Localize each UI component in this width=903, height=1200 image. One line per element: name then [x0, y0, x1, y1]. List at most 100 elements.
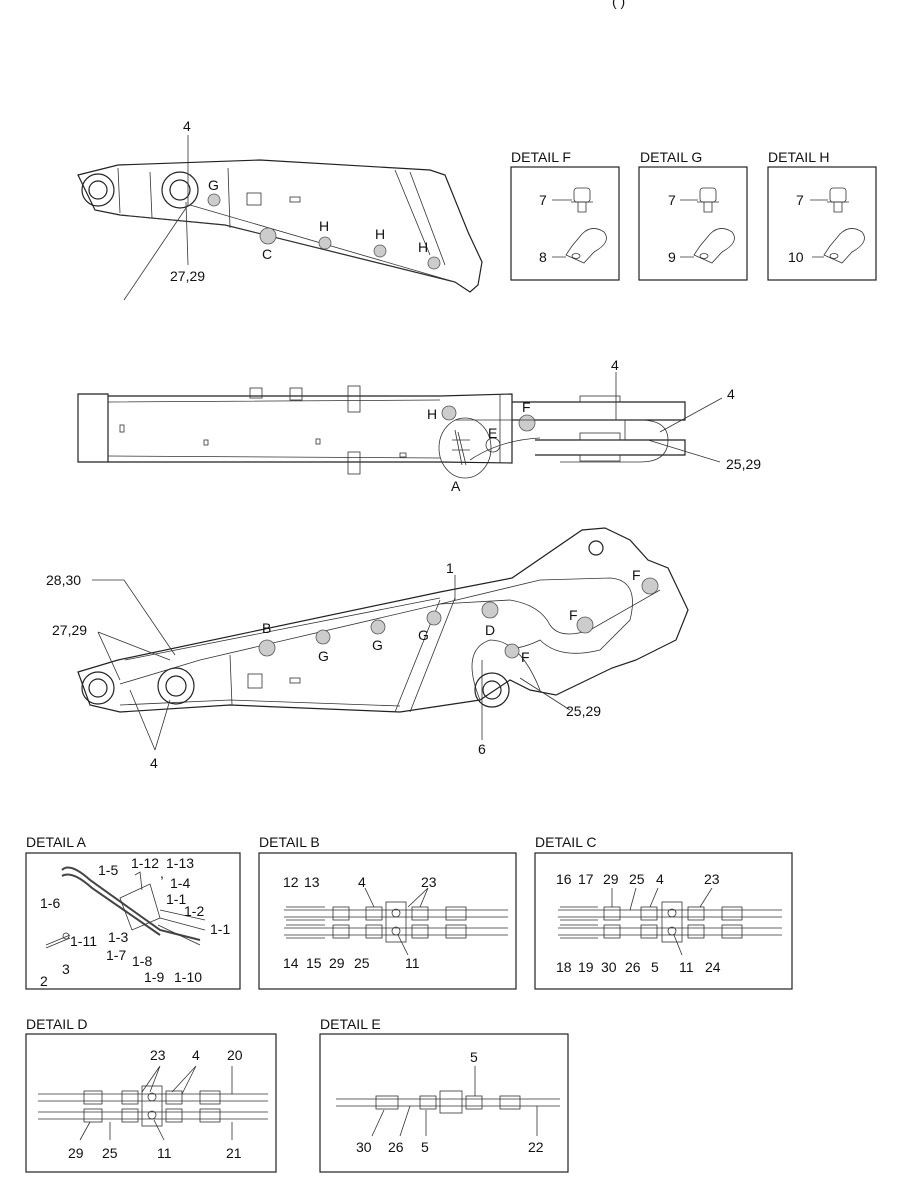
- label: 30: [356, 1139, 372, 1155]
- label: F: [522, 399, 531, 415]
- label: 9: [668, 249, 676, 265]
- label: 7: [668, 192, 676, 208]
- label: H: [418, 239, 428, 255]
- label: 5: [421, 1139, 429, 1155]
- label: 26: [388, 1139, 404, 1155]
- label: 7: [796, 192, 804, 208]
- label: 1-2: [184, 903, 204, 919]
- label: 13: [304, 874, 320, 890]
- label: H: [375, 226, 385, 242]
- label: 5: [651, 959, 659, 975]
- label: 15: [306, 955, 322, 971]
- label: ,: [160, 865, 164, 881]
- label: 24: [705, 959, 721, 975]
- label: 4: [183, 118, 191, 134]
- view-top: 4 G C H H H 27,29: [77, 118, 483, 301]
- label: 12: [283, 874, 299, 890]
- label: 29: [329, 955, 345, 971]
- label: C: [262, 246, 272, 262]
- label: H: [319, 218, 329, 234]
- detail-title: DETAIL D: [26, 1016, 87, 1032]
- label: 4: [727, 386, 735, 402]
- label: 14: [283, 955, 299, 971]
- label: 1-1: [210, 921, 230, 937]
- label: 6: [478, 741, 486, 757]
- label: 23: [704, 871, 720, 887]
- label: 25: [354, 955, 370, 971]
- label: 8: [539, 249, 547, 265]
- detail-title: DETAIL B: [259, 834, 320, 850]
- label: 1-9: [144, 969, 164, 985]
- view-bottom: 1 28,30 27,29 B G G G D F F F 25,29 4 6: [46, 527, 689, 771]
- label: 5: [470, 1049, 478, 1065]
- heading-fragment: ( ): [612, 0, 625, 9]
- label: 28,30: [46, 572, 81, 588]
- label: 23: [421, 874, 437, 890]
- label: 10: [788, 249, 804, 265]
- label: 1-3: [108, 929, 128, 945]
- detail-g: DETAIL G 7 9: [638, 149, 748, 281]
- label: F: [632, 567, 641, 583]
- detail-title: DETAIL G: [640, 149, 702, 165]
- label: G: [372, 637, 383, 653]
- label: 1-10: [174, 969, 202, 985]
- label: 11: [405, 955, 420, 971]
- label: 27,29: [52, 622, 87, 638]
- detail-title: DETAIL C: [535, 834, 596, 850]
- label: B: [262, 620, 271, 636]
- label: 1-11: [70, 933, 97, 949]
- label: 1-12: [131, 855, 159, 871]
- detail-title: DETAIL E: [320, 1016, 381, 1032]
- label: 3: [62, 961, 70, 977]
- label: 2: [40, 973, 48, 989]
- label: E: [488, 425, 497, 441]
- label: 25: [102, 1145, 118, 1161]
- detail-title: DETAIL A: [26, 834, 87, 850]
- detail-b: DETAIL B 12 13 4 23 14 15 29 25 11: [258, 834, 517, 990]
- label: 25,29: [726, 456, 761, 472]
- label: 17: [578, 871, 594, 887]
- detail-d: DETAIL D 23 4 20 29 25 11 21: [25, 1016, 277, 1173]
- label: 18: [556, 959, 572, 975]
- label: 30: [601, 959, 617, 975]
- label: 1: [446, 560, 454, 576]
- detail-title: DETAIL F: [511, 149, 571, 165]
- label: 1-8: [132, 953, 152, 969]
- label: 22: [528, 1139, 544, 1155]
- detail-a: DETAIL A 1-5 1-12 1-1 3 , 1-4 1-1 1-2 1-6…: [25, 834, 241, 990]
- label: 11: [679, 959, 694, 975]
- label: 20: [227, 1047, 243, 1063]
- label: A: [451, 478, 461, 494]
- label: 21: [226, 1145, 242, 1161]
- label: 23: [150, 1047, 166, 1063]
- label: 1-7: [106, 947, 126, 963]
- label: 25: [629, 871, 645, 887]
- label: 11: [157, 1145, 172, 1161]
- label: G: [418, 627, 429, 643]
- detail-c: DETAIL C 16 17 29 25 4 23 18 19 30 26 5 …: [534, 834, 793, 990]
- detail-h: DETAIL H 7 10: [767, 149, 877, 281]
- label: 19: [578, 959, 594, 975]
- label: 7: [539, 192, 547, 208]
- label: 26: [625, 959, 641, 975]
- label: 16: [556, 871, 572, 887]
- label: H: [427, 406, 437, 422]
- label: 4: [192, 1047, 200, 1063]
- label: 29: [68, 1145, 84, 1161]
- label: G: [318, 648, 329, 664]
- label: 1-5: [98, 862, 118, 878]
- label: 4: [656, 871, 664, 887]
- label: 1-1: [166, 891, 186, 907]
- detail-f: DETAIL F 7 8: [510, 149, 620, 281]
- detail-e: DETAIL E 5 30 26 5 22: [319, 1016, 569, 1173]
- view-middle: 4 4 H F E A 25,29: [77, 357, 761, 494]
- label: D: [485, 622, 495, 638]
- label: 1-4: [170, 875, 190, 891]
- label: 27,29: [170, 268, 205, 284]
- label: 25,29: [566, 703, 601, 719]
- label: 29: [603, 871, 619, 887]
- label: 4: [150, 755, 158, 771]
- label: 1-6: [40, 895, 60, 911]
- label: 4: [358, 874, 366, 890]
